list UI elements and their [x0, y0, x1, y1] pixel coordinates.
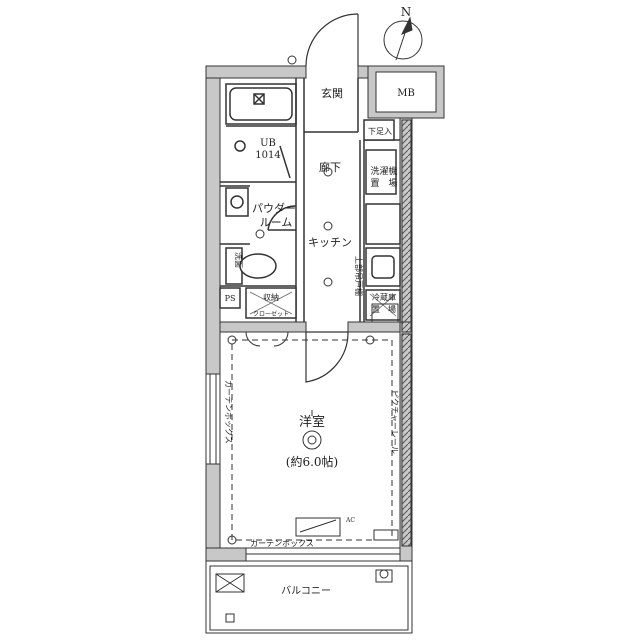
curtain-box-left-label: カーテンボックス — [224, 380, 233, 444]
curtain-box-bottom-label: カーテンボックス — [250, 539, 314, 548]
toilet-label: 洗面 — [234, 252, 244, 268]
ac-label: AC — [345, 517, 355, 524]
closet-main-label: 収納 — [263, 292, 279, 302]
western-size-label: (約6.0帖) — [286, 454, 338, 469]
washer-label-1: 洗濯機 — [370, 165, 397, 177]
compass-icon: N — [383, 5, 423, 61]
right-wall-hatch — [401, 119, 412, 333]
ceiling-light-icon — [302, 430, 322, 450]
picture-rail-label: ピクチャーレール — [390, 390, 399, 454]
balcony-window — [245, 547, 401, 562]
kitchen-label: キッチン — [308, 236, 352, 249]
compass-north: N — [401, 5, 412, 19]
interior-walls — [219, 78, 401, 322]
powder-label-1: パウダー — [252, 201, 296, 215]
left-window — [205, 373, 221, 465]
ps-label: PS — [225, 294, 236, 303]
washer-label-2: 置 場 — [370, 177, 397, 189]
ub-size-label: 1014 — [255, 150, 280, 161]
ac-unit — [295, 517, 341, 537]
western-room-dashed — [231, 339, 393, 541]
right-room-wall-hatch — [401, 333, 412, 547]
fixture-icons — [227, 55, 399, 579]
western-room-label: 洋室 — [299, 414, 325, 430]
powder-label-2: ルーム — [260, 216, 293, 229]
hallway-label: 廊下 — [319, 160, 341, 174]
balcony — [205, 560, 413, 634]
entry-door — [305, 13, 359, 67]
mb-label: MB — [397, 88, 415, 99]
closet-doors — [245, 331, 289, 347]
shoe-cabinet-label: 下足入 — [368, 127, 392, 136]
ub-name-label: UB — [260, 138, 276, 149]
closet-sub-label: クローゼット — [253, 310, 289, 318]
room-door — [305, 331, 349, 383]
upper-cabinet-label: 上部吊戸棚 — [354, 256, 364, 296]
balcony-label: バルコニー — [281, 585, 331, 597]
fridge-label-2: 置 場 — [372, 304, 396, 314]
genkan-label: 玄関 — [321, 86, 343, 100]
mb-box: MB — [367, 65, 445, 119]
fridge-label-1: 冷蔵庫 — [372, 292, 396, 302]
